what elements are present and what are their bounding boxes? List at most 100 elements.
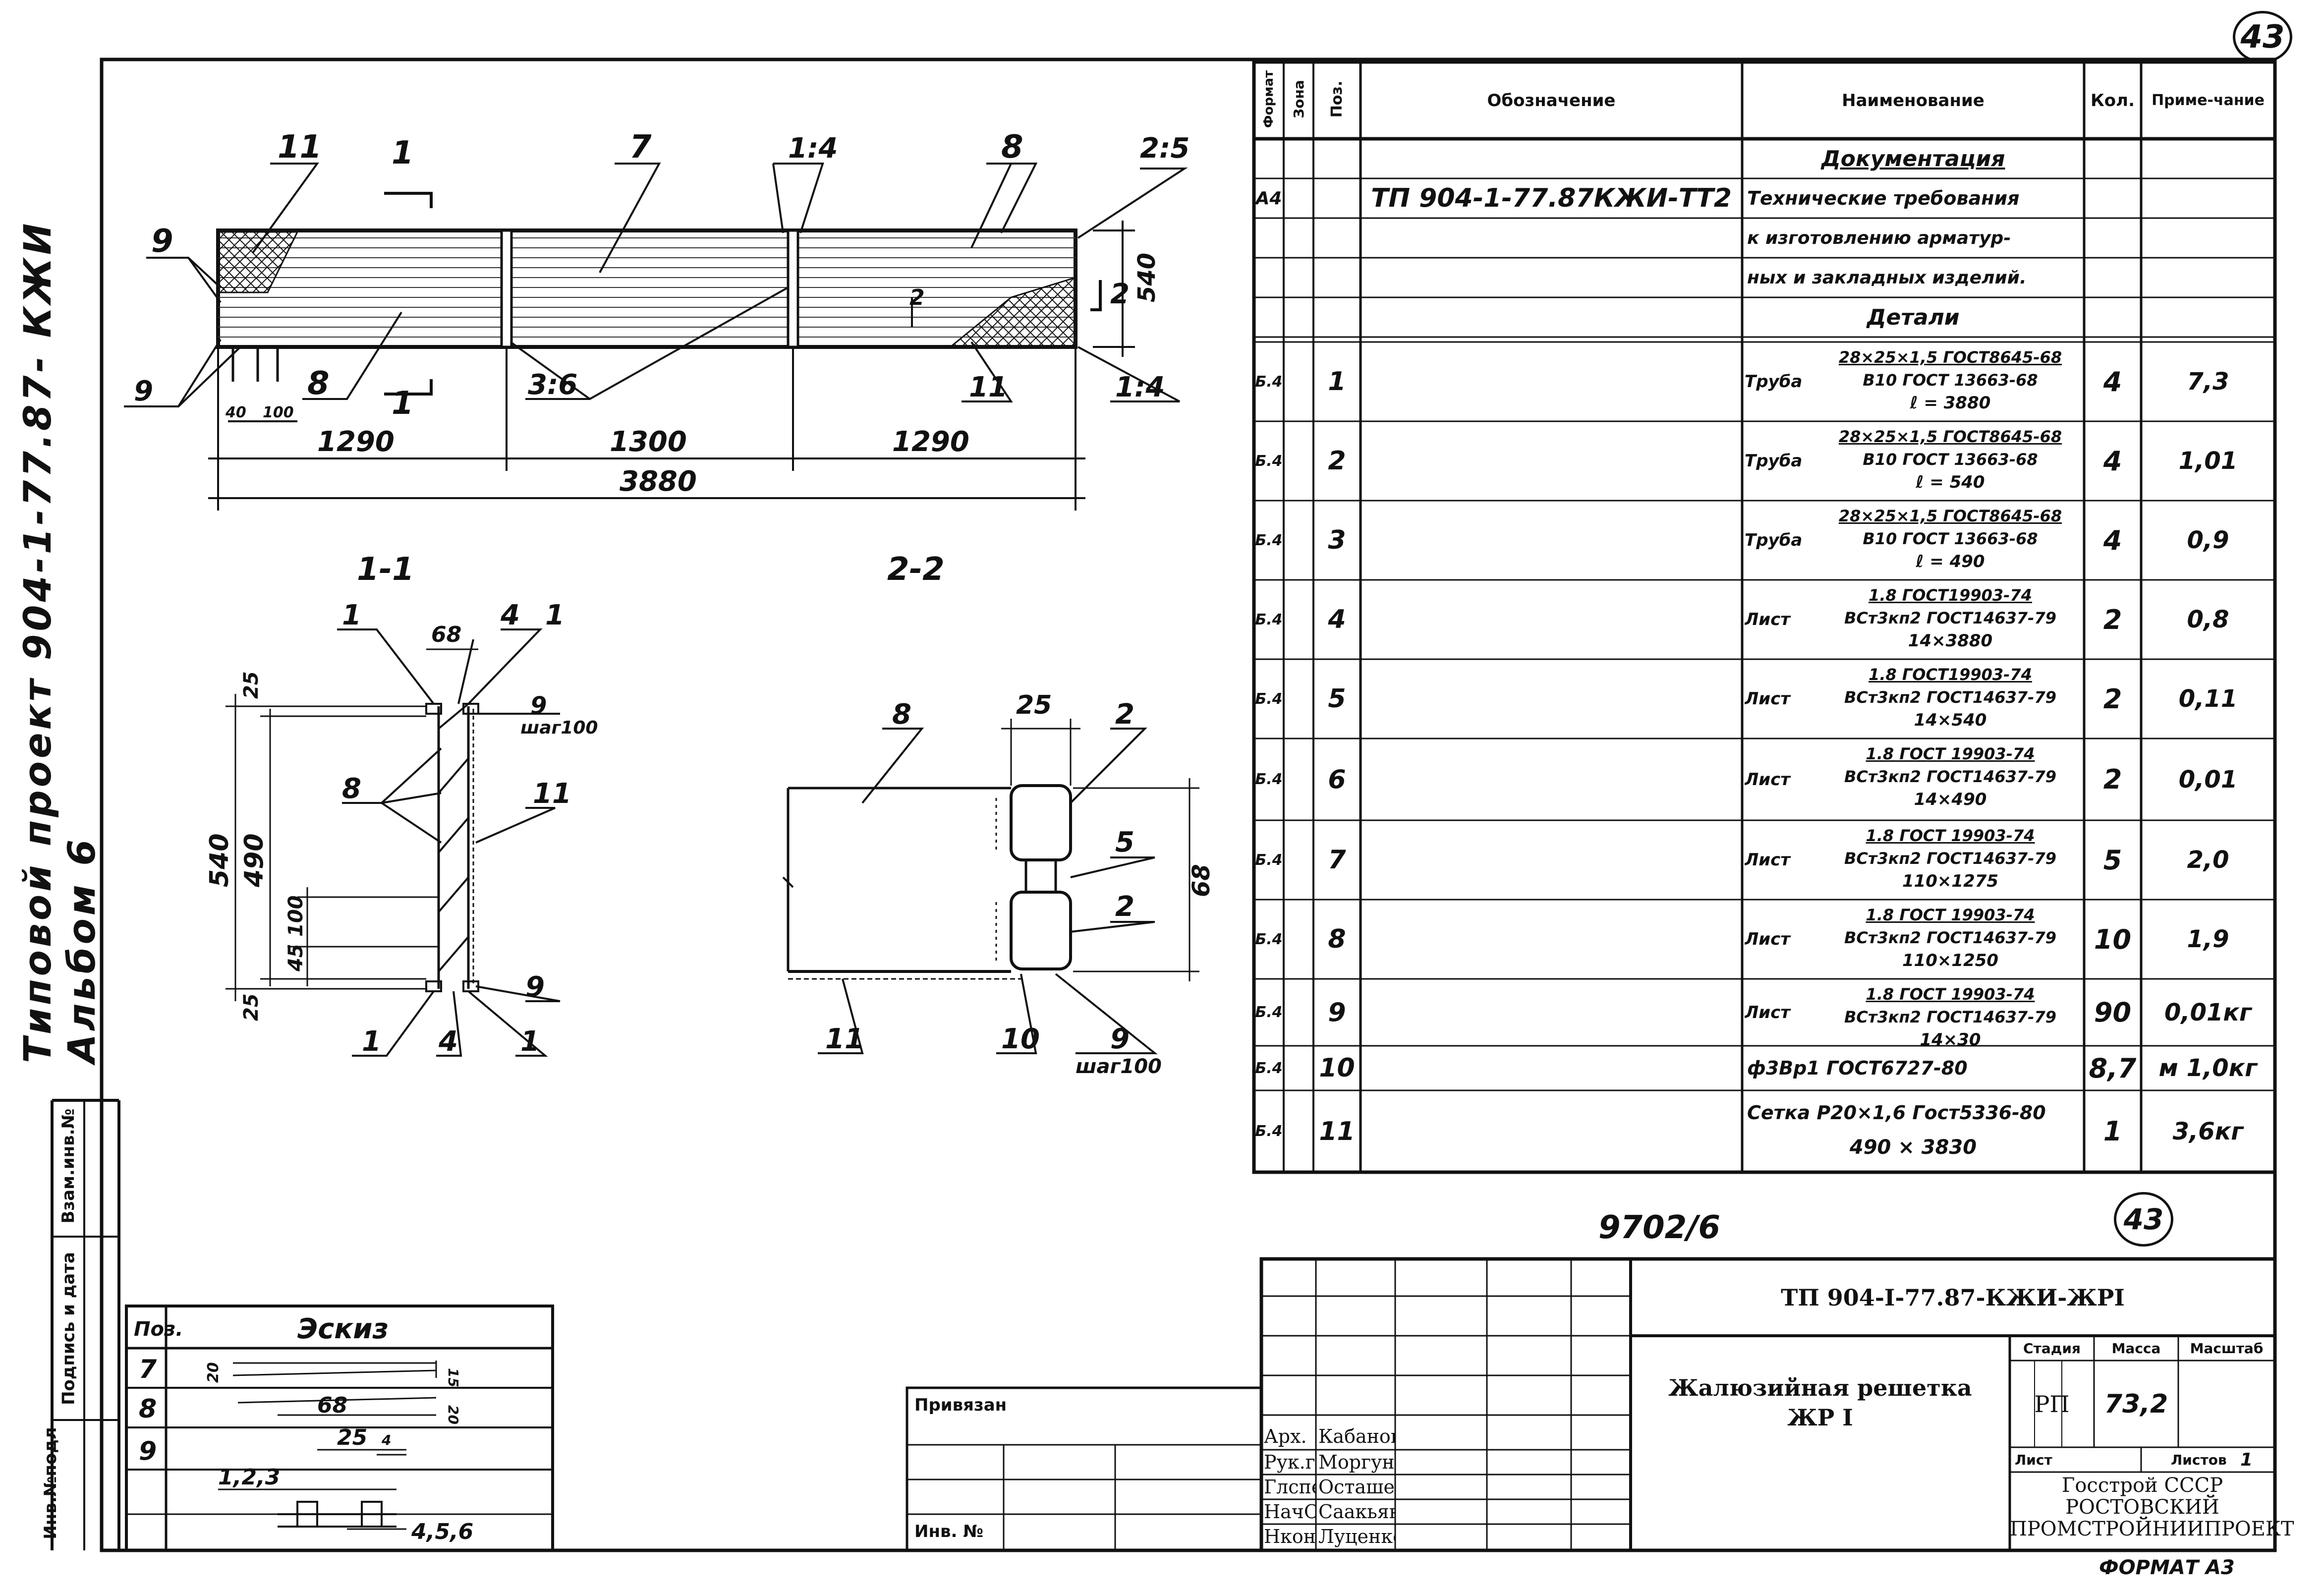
s22-label-11: 11: [825, 1023, 864, 1055]
spec-row-pos: 3: [1328, 525, 1346, 555]
title-block-name: Жалюзийная решетка ЖР I: [1631, 1373, 2010, 1432]
sketch-row-7: 7: [139, 1355, 157, 1384]
spec-row-prefix: Труба: [1745, 530, 1803, 550]
plan-label-11-bottom: 11: [969, 371, 1008, 403]
s22-label-10: 10: [1001, 1023, 1040, 1055]
spec-row-fraction-top: 1.8 ГОСТ 19903-74: [1866, 985, 2035, 1004]
spec-row-note: 0,11: [2178, 685, 2238, 713]
spec-row-extra: 14×3880: [1908, 631, 1993, 651]
spec-row-fraction-bottom: ВСт3кп2 ГОСТ14637-79: [1844, 688, 2056, 707]
spec-row-prefix: Лист: [1745, 689, 1790, 709]
s11-label-1-b: 1: [545, 599, 565, 631]
spec-section-details: Детали: [1742, 297, 2084, 337]
spec-row-prefix: Лист: [1745, 929, 1790, 949]
tb-person-role: Арх.: [1264, 1425, 1307, 1447]
tb-stage: РП: [2010, 1361, 2094, 1447]
section-markers: [384, 192, 1102, 396]
s11-label-4-bottom: 4: [438, 1025, 458, 1058]
tb-mass-text: 73,2: [2104, 1389, 2168, 1419]
spec-row-format: Б.4: [1255, 531, 1283, 549]
s11-label-4-top: 4: [500, 599, 520, 631]
spec-row-prefix: Труба: [1745, 451, 1803, 471]
s22-label-2-bottom: 2: [1115, 891, 1134, 923]
plan-slats: [218, 237, 1076, 338]
spec-row-note: 0,01: [2178, 765, 2238, 794]
spec-row-prefix: Труба: [1745, 372, 1803, 392]
tb-org: Госстрой СССР РОСТОВСКИЙ ПРОМСТРОЙНИИПРО…: [2010, 1475, 2294, 1540]
title-block-code: ТП 904-I-77.87-КЖИ-ЖРI: [1631, 1259, 2275, 1336]
spec-row-note: 1,9: [2187, 925, 2229, 953]
spec-row-fraction-top: 28×25×1,5 ГОСТ8645-68: [1838, 348, 2062, 367]
plan-leaders: [124, 163, 1188, 407]
spec-row-note: 0,01кг: [2164, 998, 2252, 1026]
spec-row-fraction-top: 1.8 ГОСТ19903-74: [1869, 586, 2032, 605]
spec-row-note: 3,6кг: [2172, 1117, 2244, 1145]
binding-inv: Инв. №: [914, 1522, 983, 1541]
s11-dim-25-top: 25: [240, 671, 263, 699]
spec-row-fraction-top: 28×25×1,5 ГОСТ8645-68: [1838, 507, 2062, 525]
plan-label-8-top: 8: [1001, 129, 1023, 166]
spec-row-format: Б.4: [1255, 1123, 1283, 1140]
drawing-number: 9702/6: [1598, 1209, 1720, 1246]
tb-person-name: Моргунов: [1318, 1451, 1395, 1473]
s11-dim-68: 68: [431, 622, 461, 647]
spec-row-extra: 14×540: [1914, 710, 1987, 730]
spec-row-fraction-top: 1.8 ГОСТ 19903-74: [1866, 906, 2035, 924]
spec-row-prefix: Лист: [1745, 769, 1790, 790]
tb-person-name: Луценко: [1318, 1526, 1395, 1547]
tb-person-name: Осташевский: [1318, 1476, 1395, 1498]
spec-row-pos: 1: [1328, 367, 1346, 397]
spec-row-note: 0,9: [2187, 526, 2229, 554]
spec-row-fraction-bottom: ВСт3кп2 ГОСТ14637-79: [1844, 767, 2056, 786]
sheet-format: ФОРМАТ А3: [2099, 1556, 2235, 1579]
spec-row-fraction-bottom: ВСт3кп2 ГОСТ14637-79: [1844, 609, 2056, 627]
spec-row-single: ф3Вр1 ГОСТ6727-80: [1747, 1057, 1968, 1079]
title-block-code-text: ТП 904-I-77.87-КЖИ-ЖРI: [1781, 1284, 2125, 1311]
spec-row-pos: 5: [1328, 684, 1346, 714]
plan-label-1-bottom: 1: [392, 385, 414, 422]
drawing-number-text: 9702/6: [1598, 1209, 1721, 1246]
spec-doc-name-1-text: Технические требования: [1747, 187, 2020, 209]
plan-dim-3880: 3880: [620, 465, 697, 498]
sheet-number: 43: [2240, 18, 2285, 56]
s22-label-8: 8: [892, 698, 911, 731]
tb-person-role: НачОСП: [1264, 1501, 1316, 1523]
spec-doc-name-2: к изготовлению арматур-: [1747, 218, 2084, 258]
spec-row-format: Б.4: [1255, 690, 1283, 708]
tb-stage-label-text: Стадия: [2023, 1340, 2081, 1357]
spec-row-qty: 4: [2103, 366, 2122, 398]
spec-section-docs: Документация: [1742, 139, 2084, 178]
spec-doc-name-2-text: к изготовлению арматур-: [1747, 227, 2011, 248]
s11-label-1-c: 1: [362, 1025, 381, 1058]
spec-row-fraction-bottom: ВСт3кп2 ГОСТ14637-79: [1844, 1008, 2056, 1026]
plan-label-2-cut: 2: [1110, 278, 1130, 310]
spec-row-extra: 14×30: [1920, 1030, 1981, 1050]
spec-row-prefix: Лист: [1745, 850, 1790, 870]
spec-header-name-text: Наименование: [1842, 90, 1984, 111]
spec-row-pos: 11: [1319, 1116, 1355, 1146]
spec-row-qty: 4: [2103, 524, 2122, 556]
tb-stage-label: Стадия: [2010, 1336, 2094, 1361]
spec-row-note: м 1,0кг: [2158, 1054, 2258, 1082]
s22-label-9: 9: [1110, 1023, 1130, 1055]
spec-row-pos: 2: [1328, 446, 1346, 476]
tb-org-line2: РОСТОВСКИЙ: [2065, 1496, 2219, 1519]
spec-row-extra: ℓ = 3880: [1910, 393, 1991, 413]
spec-row-fraction-bottom: В10 ГОСТ 13663-68: [1863, 450, 2038, 469]
spec-row-prefix: Лист: [1745, 1002, 1790, 1023]
sketch-dim-4: 4: [381, 1432, 391, 1448]
section-1-1: 1 68 4 1 25 9 шаг100 8 11 540 490 45 100…: [205, 599, 598, 1058]
sketch-row-9: 9: [139, 1436, 157, 1466]
s11-label-11: 11: [533, 778, 571, 810]
plan-label-9-top: 9: [151, 223, 173, 260]
spec-row-format: Б.4: [1255, 930, 1283, 948]
spec-row-format: Б.4: [1255, 373, 1283, 391]
tb-person-role: Рук.гр: [1264, 1451, 1316, 1473]
tb-stage-text: РП: [2034, 1390, 2070, 1418]
spec-row-qty: 4: [2103, 445, 2122, 477]
spec-row-fraction-top: 1.8 ГОСТ 19903-74: [1866, 744, 2035, 763]
spec-row-qty: 8,7: [2089, 1052, 2137, 1084]
sketch-dim-68: 68: [317, 1393, 347, 1418]
spec-header-qty-text: Кол.: [2091, 90, 2135, 111]
sketch-table: Поз. Эскиз 7 8 9 20 15 68 20 25 4 1,2,3 …: [125, 1305, 554, 1552]
